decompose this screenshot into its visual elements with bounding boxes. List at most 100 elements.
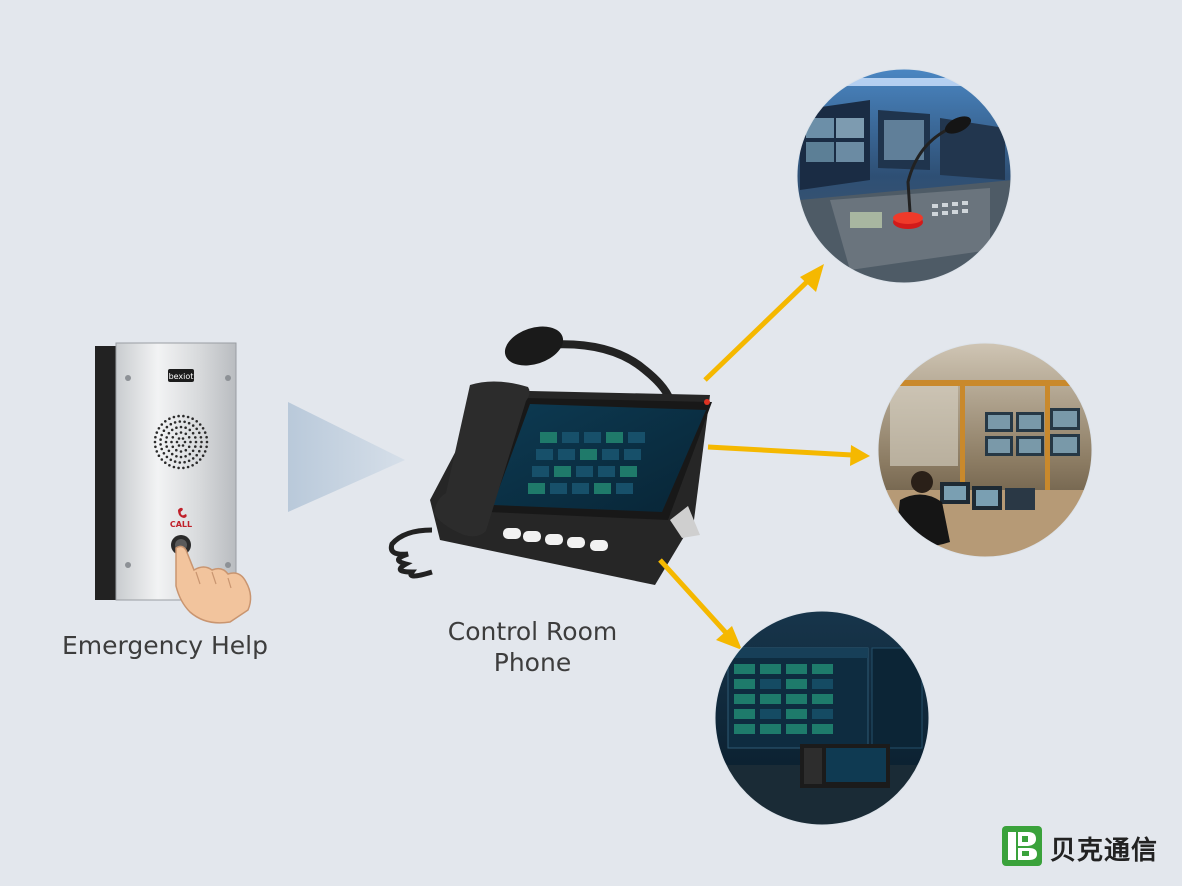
grille-hole [177,414,180,418]
grille-hole [200,440,203,444]
grille-hole [205,440,209,444]
dispatch-tile [734,694,755,704]
grille-hole [191,417,194,421]
dispatch-tile [786,664,807,674]
arrow-to-console [703,264,824,382]
function-key-row [503,528,608,551]
grille-hole [169,458,173,462]
brand-logo-text: 贝克通信 [1050,836,1159,866]
grille-hole [187,421,191,425]
screen-tile [598,466,615,477]
screen-tile [580,449,597,460]
grille-hole [198,423,202,426]
grille-hole [160,458,164,461]
grille-hole [184,432,188,436]
grille-hole [188,452,192,456]
grille-hole [175,448,178,452]
grille-hole [155,450,159,453]
brand-logo-icon [1002,826,1042,866]
grille-hole [199,445,203,449]
grille-hole [165,445,168,448]
grille-hole [191,464,194,467]
screen-tile [558,449,575,460]
grille-hole [179,425,183,429]
grille-hole [175,455,178,458]
grille-hole [175,440,179,444]
dispatch-tile [812,679,833,689]
grille-hole [198,458,202,461]
grille-hole [182,466,185,470]
grille-hole [178,461,182,464]
phone-icon [178,507,187,518]
grille-hole [182,414,185,418]
control-room-phone-label-line1: Control Room [447,617,618,646]
grille-hole [171,445,175,449]
grille-hole [181,444,185,447]
grille-hole [191,431,195,435]
grille-hole [160,423,164,426]
call-text: CALL [170,520,192,529]
grille-hole [164,461,167,465]
screen-tiles [528,432,645,494]
grille-hole [198,431,201,435]
dispatch-tile [812,724,833,734]
grille-hole [205,435,208,439]
grille-hole [173,460,177,463]
dispatch-system-screen-photo [715,611,929,825]
dispatch-tile [734,679,755,689]
screen-tile [536,449,553,460]
control-room-phone-label: Control Room Phone [405,616,660,678]
screen-tile [594,483,611,494]
grille-hole [160,433,163,437]
emergency-help-device: bexiot CALL [95,342,252,624]
grille-hole [194,440,198,444]
grille-hole [167,431,171,435]
grille-hole [165,436,168,439]
grille-hole [160,447,163,451]
dispatch-tile [812,694,833,704]
grille-hole [154,445,157,449]
screen-tile [624,449,641,460]
grille-hole [169,422,173,426]
grille-hole [170,428,174,432]
grille-hole [170,440,173,444]
dispatch-tile [786,679,807,689]
screen-tile [584,432,601,443]
grille-hole [157,427,161,430]
direction-pointer [288,402,405,512]
grille-hole [175,426,178,430]
grille-hole [195,420,198,423]
screen-tile [620,466,637,477]
grille-hole [184,448,188,452]
screen-tile [528,483,545,494]
grille-hole [162,429,166,433]
grille-hole [191,457,195,460]
handset [434,381,530,537]
dispatch-tiles [734,664,833,734]
handset-cord [388,527,433,579]
grille-hole [184,455,187,458]
screen-tile [616,483,633,494]
grille-hole [198,449,201,453]
grille-hole [177,466,180,470]
grille-hole [159,438,162,441]
grille-hole [203,450,207,453]
dispatch-tile [734,709,755,719]
grille-hole [195,453,198,457]
pressing-hand-icon [175,545,252,624]
phone-touchscreen [493,404,706,512]
control-room-phone-device [388,326,712,585]
grille-hole [179,450,183,453]
grille-hole [153,440,157,444]
screen-tile [540,432,557,443]
dispatch-tile [760,709,781,719]
grille-hole [164,440,168,444]
grille-hole [188,428,192,432]
grille-hole [172,465,176,469]
dispatch-tile [786,724,807,734]
grille-hole [168,417,171,421]
screen-tile [562,432,579,443]
control-room-phone-label-line2: Phone [493,648,572,677]
